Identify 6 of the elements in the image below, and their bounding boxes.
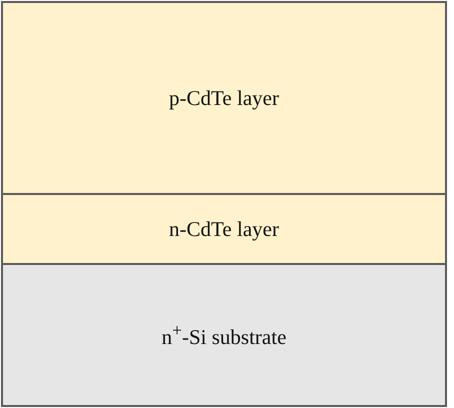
layer-label: n-CdTe layer [169,216,279,242]
layer-band [1,1,447,195]
layer-band [1,193,447,265]
layer-label: p-CdTe layer [169,86,279,110]
layer-band [1,263,447,407]
layer-label: n$^{+}$-Si substrate [162,320,286,350]
